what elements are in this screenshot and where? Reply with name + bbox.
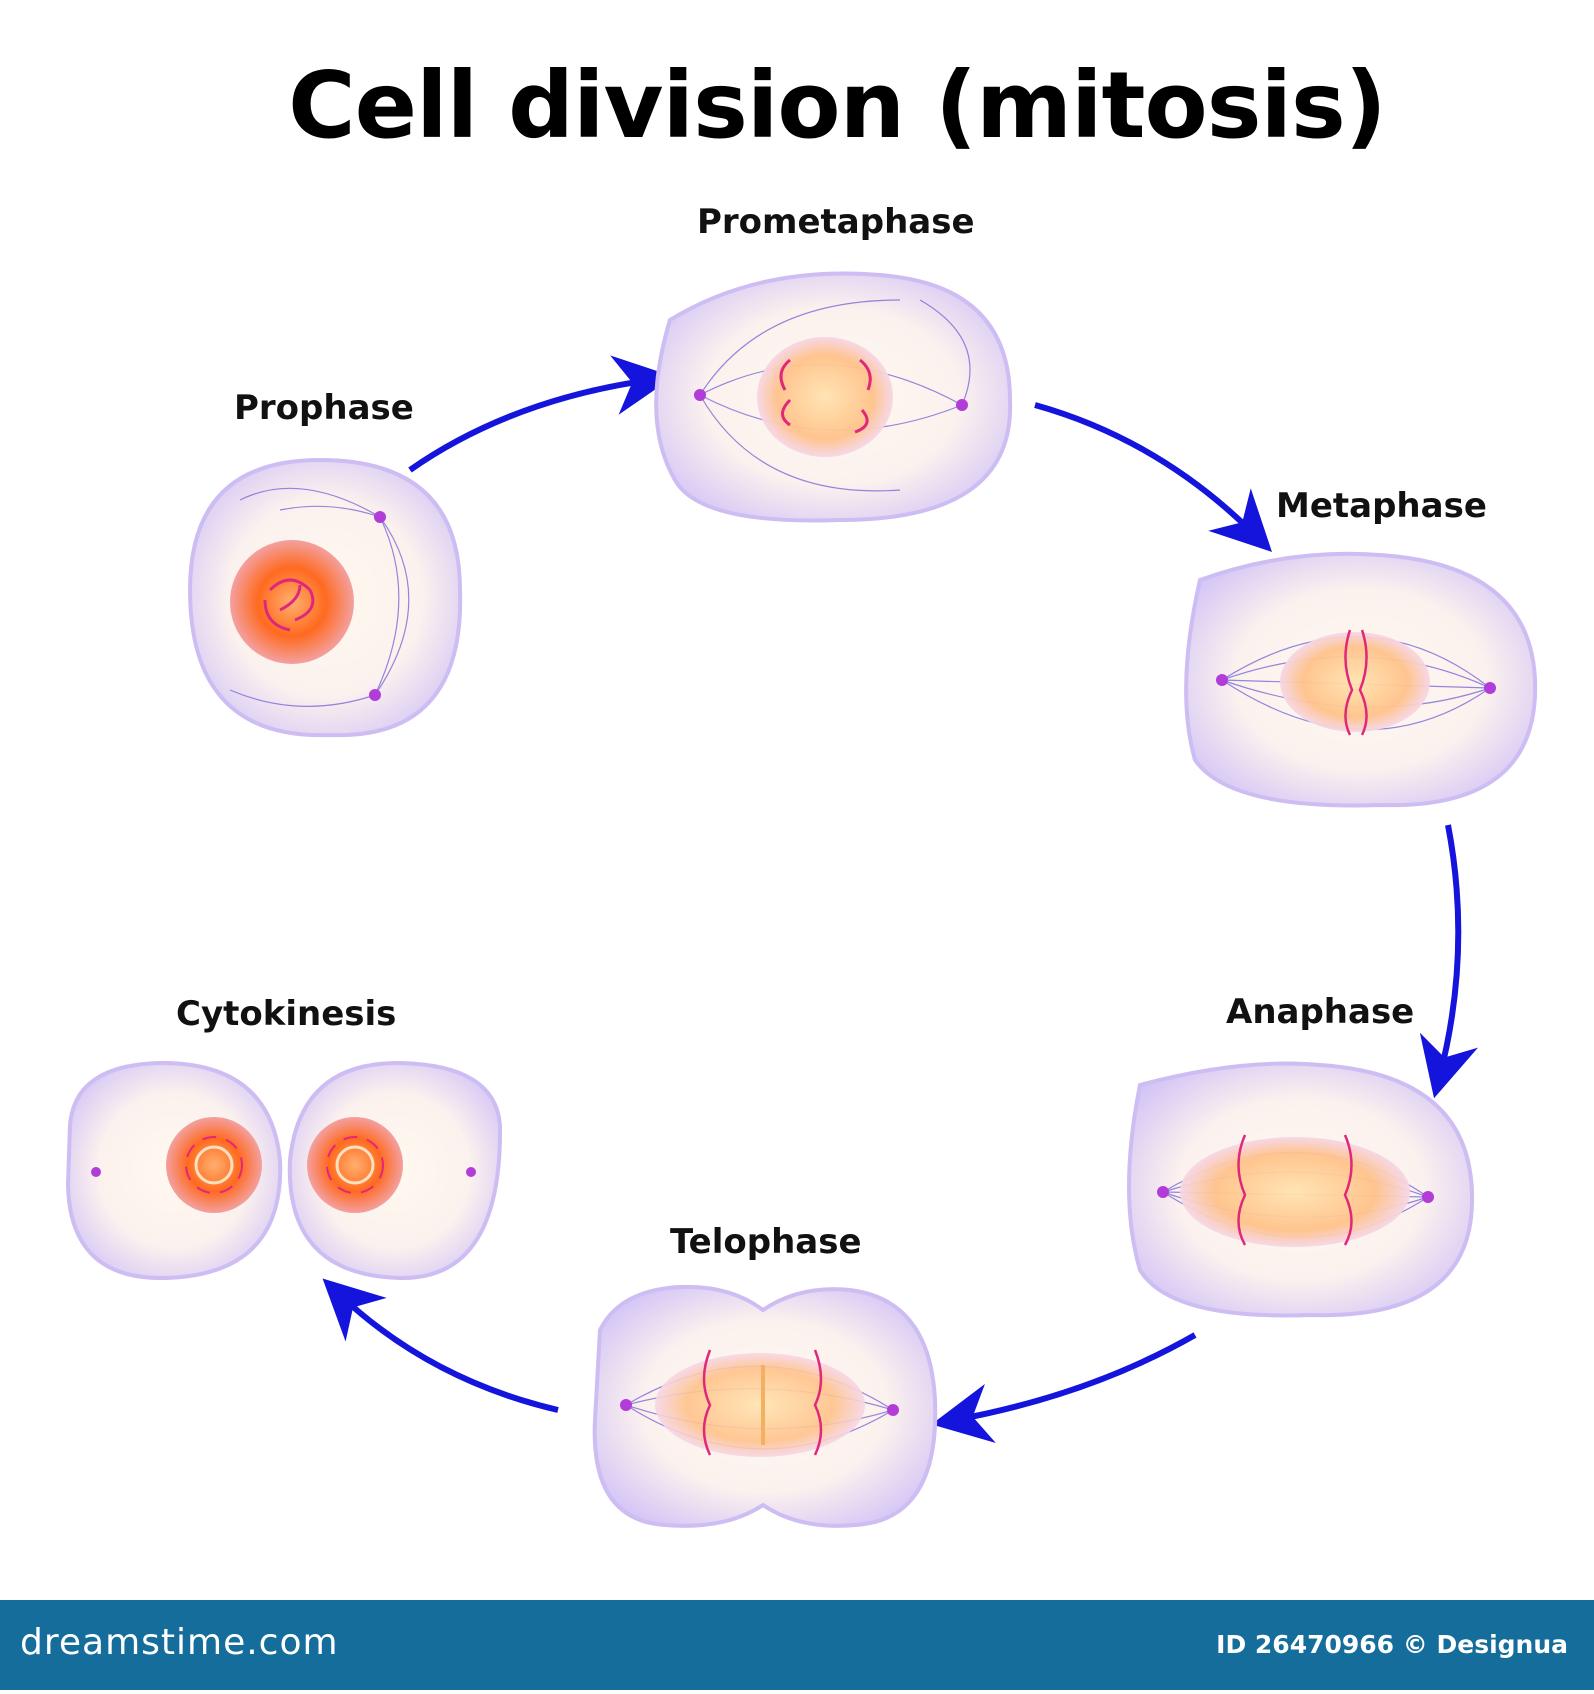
centrosome-icon [374, 511, 386, 523]
arrow-prophase-to-prometaphase [408, 355, 674, 473]
centrosome-icon [1484, 682, 1496, 694]
label-cytokinesis: Cytokinesis [176, 994, 397, 1034]
centrosome-icon [887, 1404, 899, 1416]
centrosome-icon [620, 1399, 632, 1411]
footer-bar: dreamstime.com ID 26470966 © Designua [0, 1600, 1594, 1690]
centrosome-icon [956, 399, 968, 411]
prometaphase-cell [654, 271, 1013, 523]
centrosome-icon [369, 689, 381, 701]
centrosome-icon [1157, 1186, 1169, 1198]
arrow-telophase-to-cytokinesis [322, 1278, 559, 1413]
arrow-anaphase-to-telophase [931, 1332, 1197, 1443]
cytokinesis-cells [65, 1060, 503, 1281]
centrosome-icon [91, 1167, 101, 1177]
footer-credit: ID 26470966 © Designua [1216, 1630, 1568, 1659]
centrosome-icon [694, 389, 706, 401]
label-prophase: Prophase [234, 388, 414, 428]
cycle-arrows [322, 355, 1478, 1443]
label-anaphase: Anaphase [1226, 992, 1415, 1032]
centrosome-icon [1216, 674, 1228, 686]
arrow-prometaphase-to-metaphase [1034, 402, 1272, 552]
centrosome-icon [466, 1167, 476, 1177]
label-prometaphase: Prometaphase [697, 202, 975, 242]
prophase-cell [187, 457, 463, 738]
arrow-metaphase-to-anaphase [1419, 824, 1478, 1099]
label-telophase: Telophase [670, 1222, 862, 1262]
label-metaphase: Metaphase [1276, 486, 1487, 526]
footer-site[interactable]: dreamstime.com [20, 1622, 339, 1663]
telophase-cell [592, 1284, 938, 1528]
anaphase-cell [1127, 1061, 1475, 1318]
centrosome-icon [1422, 1191, 1434, 1203]
metaphase-cell [1184, 551, 1538, 808]
page-title: Cell division (mitosis) [288, 52, 1387, 159]
